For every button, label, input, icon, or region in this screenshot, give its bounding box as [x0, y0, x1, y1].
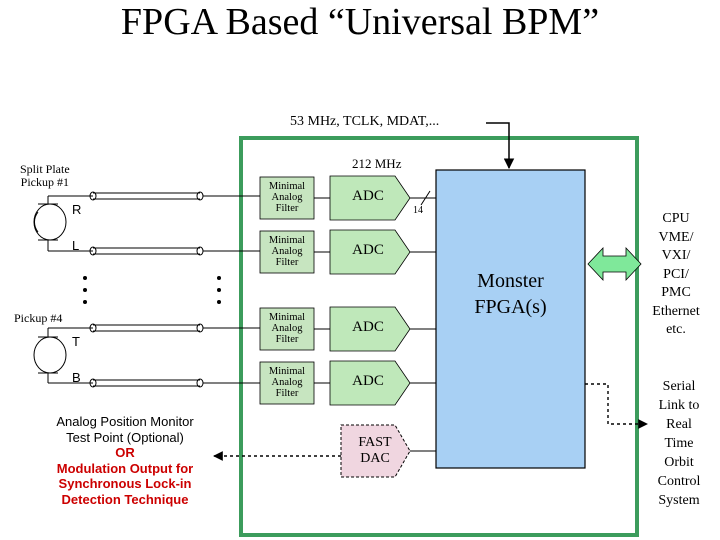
note-or: OR — [115, 445, 135, 460]
channel-t-label: T — [72, 334, 80, 349]
slide-title: FPGA Based “Universal BPM” — [120, 1, 600, 43]
cpu-line-pci: PCI/ — [663, 266, 689, 282]
serial-line-1: Serial — [662, 379, 696, 394]
note-line-2: Test Point (Optional) — [66, 429, 184, 445]
clock-label: 53 MHz, TCLK, MDAT,... — [290, 114, 440, 129]
filter-label-line3: Filter — [275, 334, 299, 345]
note-line-3: Modulation Output for — [56, 460, 194, 476]
analog-monitor-note: Analog Position Monitor Test Point (Opti… — [10, 414, 240, 507]
cable-l — [89, 246, 260, 256]
filter-label-line1: Minimal — [268, 181, 306, 192]
filter-label-line2: Analog — [271, 377, 303, 388]
filter-box-3 — [259, 307, 315, 351]
cpu-line-etc: etc. — [666, 322, 686, 337]
cpu-line-vxi: VXI/ — [661, 248, 691, 263]
serial-link-text: Serial Link to Real Time Orbit Control S… — [644, 377, 714, 510]
dac-label-line2: DAC — [360, 451, 390, 466]
serial-line-4: Time — [664, 436, 694, 451]
channel-r-label: R — [72, 202, 82, 217]
note-line-4: Synchronous Lock-in — [58, 476, 192, 491]
adc-shape-3 — [329, 306, 411, 352]
filter-label-line1: Minimal — [268, 312, 306, 323]
bus-width-label: 14 — [413, 205, 423, 216]
serial-line-2: Link to — [658, 398, 700, 413]
fpga-label-line1: Monster — [477, 270, 544, 292]
cpu-line-cpu: CPU — [662, 211, 690, 226]
adc-fpga-links — [410, 197, 436, 384]
adc-label-3: ADC — [352, 319, 384, 335]
adc-label-4: ADC — [352, 373, 384, 389]
filter-label-line2: Analog — [271, 323, 303, 334]
dac-shape — [340, 424, 411, 478]
note-line-1: Analog Position Monitor — [56, 414, 194, 429]
filter-label-line2: Analog — [271, 192, 303, 203]
clock-line — [486, 122, 515, 170]
adc-label-1: ADC — [352, 188, 384, 204]
filter-box-1 — [259, 176, 315, 220]
pickup1-split-plate — [33, 195, 93, 252]
dac-label-line1: FAST — [358, 435, 392, 450]
freq-label: 212 MHz — [352, 156, 402, 171]
adc-label-2: ADC — [352, 242, 384, 258]
pickup1-line1: Split Plate — [20, 162, 70, 176]
adc-shape-2 — [329, 229, 411, 275]
bus-slash — [420, 190, 431, 206]
filter-box-2 — [259, 230, 315, 274]
fpga-block — [435, 169, 586, 469]
serial-line-7: System — [658, 493, 700, 508]
pickup4-split-plate — [33, 327, 93, 384]
pickup4-label: Pickup #4 — [14, 311, 63, 325]
note-line-5: Detection Technique — [61, 491, 189, 507]
cpu-bus-list: CPU VME/ VXI/ PCI/ PMC Ethernet etc. — [640, 210, 712, 340]
cable-b — [89, 378, 260, 388]
cpu-line-vme: VME/ — [658, 229, 694, 245]
filter-label-line3: Filter — [275, 257, 299, 268]
continuation-dots-left — [83, 276, 87, 304]
adc-shape-1 — [329, 175, 411, 221]
cable-t — [89, 323, 260, 333]
board-outline — [239, 136, 639, 537]
cable-r — [89, 191, 260, 201]
filter-label-line2: Analog — [271, 246, 303, 257]
fpga-label-line2: FPGA(s) — [474, 296, 547, 318]
serial-line-6: Control — [657, 474, 701, 489]
cpu-line-pmc: PMC — [661, 285, 691, 300]
cpu-line-ethernet: Ethernet — [652, 303, 700, 319]
serial-line-5: Orbit — [664, 455, 694, 470]
filter-label-line3: Filter — [275, 388, 299, 399]
continuation-dots-right — [217, 276, 221, 304]
filter-adc-links — [314, 197, 330, 384]
serial-link-line — [585, 383, 648, 429]
channel-b-label: B — [72, 370, 81, 385]
cpu-bus-arrow — [587, 246, 642, 282]
adc-shape-4 — [329, 360, 411, 406]
filter-label-line3: Filter — [275, 203, 299, 214]
filter-label-line1: Minimal — [268, 235, 306, 246]
channel-l-label: L — [72, 238, 80, 253]
pickup1-label: Split Plate Pickup #1 — [20, 163, 70, 189]
serial-line-3: Real — [666, 417, 692, 432]
pickup1-line2: Pickup #1 — [20, 175, 69, 189]
filter-label-line1: Minimal — [268, 366, 306, 377]
